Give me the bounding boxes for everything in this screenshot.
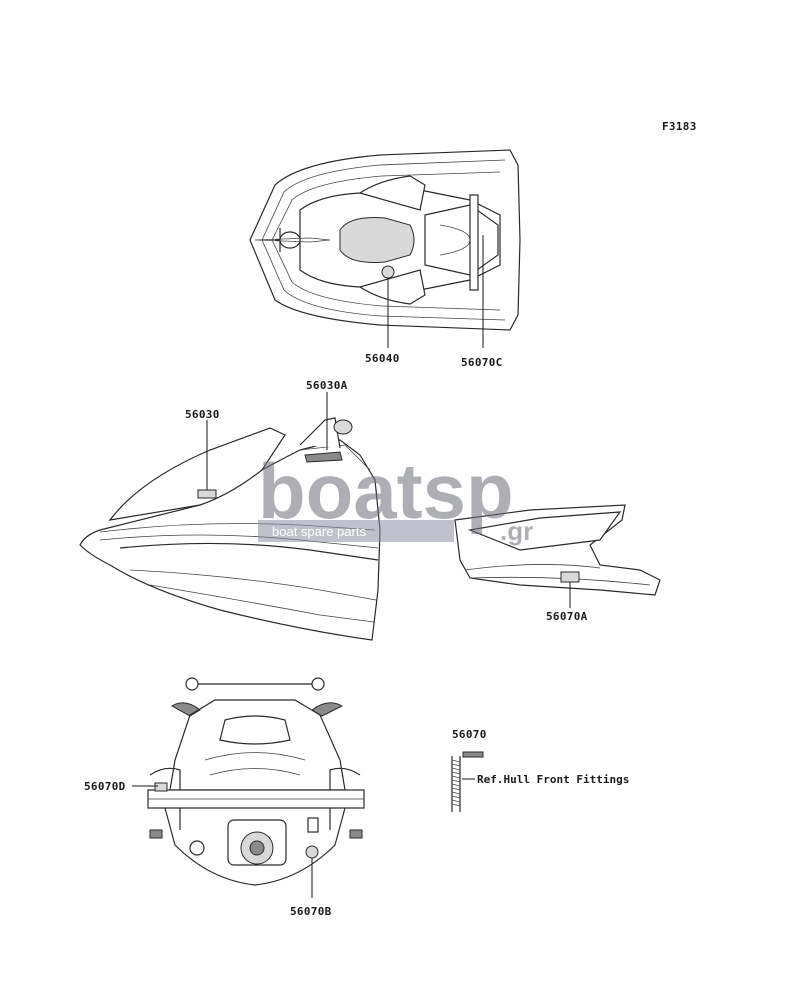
part-label-56040: 56040 <box>365 352 400 365</box>
part-label-56070d: 56070D <box>84 780 126 793</box>
side-view-bow-illustration <box>79 417 381 641</box>
top-view-illustration <box>249 149 521 331</box>
part-label-56030a: 56030A <box>306 379 348 392</box>
part-label-56030: 56030 <box>185 408 220 421</box>
side-view-stern-illustration <box>454 504 661 596</box>
watermark-logo: boatsp boat spare parts .gr <box>258 447 533 546</box>
part-label-56070: 56070 <box>452 728 487 741</box>
part-label-56070a: 56070A <box>546 610 588 623</box>
svg-text:boat spare parts: boat spare parts <box>272 524 366 539</box>
figure-code: F3183 <box>662 120 697 133</box>
reference-note: Ref.Hull Front Fittings <box>477 773 629 786</box>
hull-front-fittings-detail <box>451 751 484 812</box>
part-label-56070c: 56070C <box>461 356 503 369</box>
svg-text:.gr: .gr <box>500 516 533 546</box>
part-label-56070b: 56070B <box>290 905 332 918</box>
svg-text:boatsp: boatsp <box>258 447 514 535</box>
rear-view-illustration <box>147 677 365 886</box>
